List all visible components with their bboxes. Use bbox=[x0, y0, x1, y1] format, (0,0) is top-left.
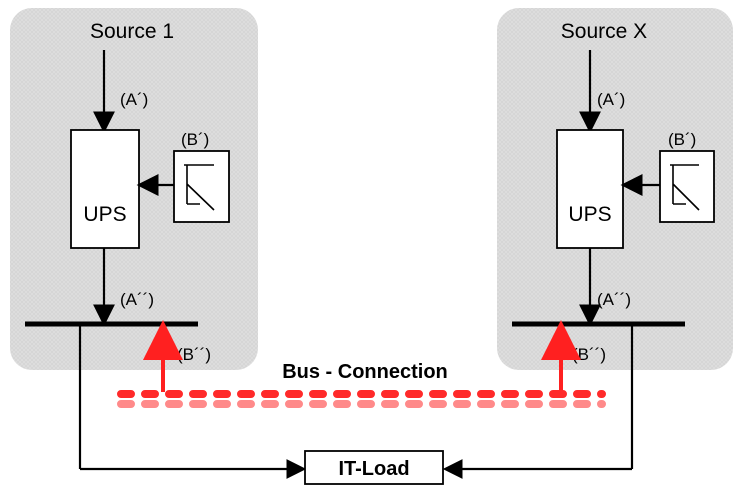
a-double-left-label: (A´´) bbox=[120, 290, 154, 309]
b-prime-left-label: (B´) bbox=[181, 130, 209, 149]
switch-x-symbol-icon bbox=[670, 164, 700, 211]
bus-connection-label: Bus - Connection bbox=[282, 361, 448, 383]
switch-1-symbol-icon bbox=[184, 164, 215, 211]
a-double-right-label: (A´´) bbox=[597, 290, 631, 309]
a-prime-right-label: (A´) bbox=[597, 90, 625, 109]
b-prime-right-label: (B´) bbox=[668, 130, 696, 149]
source-x-label: Source X bbox=[561, 20, 647, 43]
b-double-left-label: (B´´) bbox=[177, 345, 211, 364]
ups-1-box bbox=[70, 129, 140, 249]
a-prime-left-label: (A´) bbox=[120, 90, 148, 109]
switch-1-box bbox=[173, 150, 230, 223]
ups-1-label: UPS bbox=[83, 203, 126, 226]
it-load-label: IT-Load bbox=[338, 458, 409, 480]
source-1-label: Source 1 bbox=[90, 20, 174, 43]
ups-x-box bbox=[556, 129, 624, 249]
it-load-box bbox=[304, 450, 444, 485]
switch-x-box bbox=[659, 150, 715, 223]
b-double-right-label: (B´´) bbox=[572, 345, 606, 364]
ups-x-label: UPS bbox=[568, 203, 611, 226]
